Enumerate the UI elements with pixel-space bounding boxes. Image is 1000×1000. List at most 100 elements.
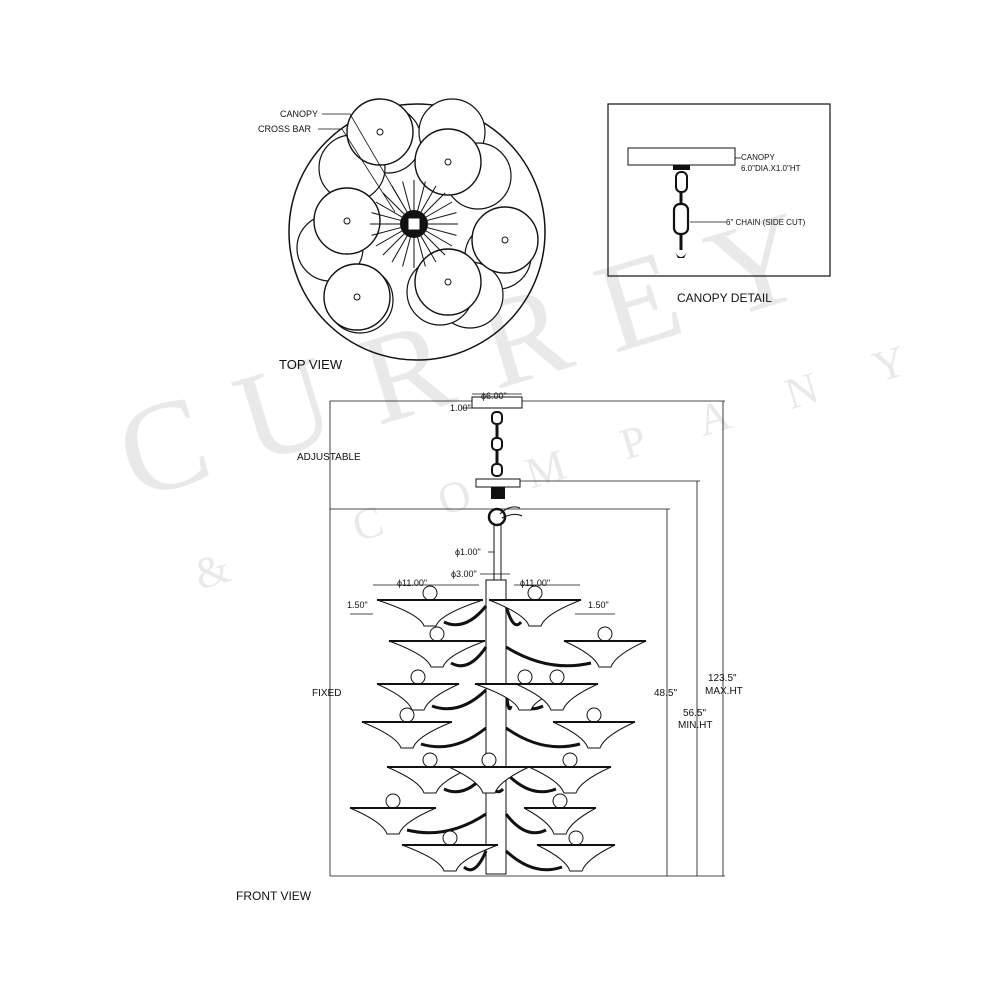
shade-socket: [353, 293, 361, 301]
chain-link: [491, 437, 503, 451]
canopy-detail-label-2: 6.0"DIA.X1.0"HT: [741, 164, 801, 173]
shade-bowl: [376, 683, 460, 711]
canopy-detail-frame: [607, 103, 831, 277]
min-height-label: MIN.HT: [678, 720, 712, 731]
bulb: [568, 830, 584, 846]
shade-bowl: [536, 844, 616, 872]
bulb: [410, 669, 426, 685]
front-shades: [349, 585, 647, 872]
shade: [515, 669, 599, 711]
stem-dia-text: ϕ1.00": [455, 547, 481, 557]
shade: [376, 669, 460, 711]
canopy-ht-text: 1.00": [450, 403, 471, 413]
bulb: [549, 669, 565, 685]
adjust-socket: [491, 487, 505, 499]
front-chain: [491, 411, 503, 477]
canopy-dia-text: ϕ6.00": [481, 391, 507, 401]
top-view-shades: [296, 98, 539, 334]
canopy-leader: [322, 113, 401, 201]
shade-bowl: [515, 683, 599, 711]
top-view-title: TOP VIEW: [279, 357, 343, 372]
shade: [448, 752, 530, 794]
shade: [388, 626, 486, 668]
canopy-detail-label-1: CANOPY: [741, 153, 775, 162]
arm: [406, 812, 487, 835]
shade-socket: [376, 128, 384, 136]
bulb: [552, 793, 568, 809]
arm: [505, 645, 592, 668]
front-view-title: FRONT VIEW: [236, 889, 312, 903]
front-view: ϕ6.00" 1.00" ADJUSTABLE ϕ1.00" ϕ3.00" ϕ1…: [236, 391, 743, 903]
canopy-detail-hook: [675, 252, 687, 258]
min-height-value: 56.5": [683, 708, 706, 719]
arm: [504, 849, 563, 872]
arm: [462, 850, 488, 872]
shade-bowl: [488, 599, 582, 627]
canopy-detail-mount: [673, 165, 690, 170]
shade-bowl: [563, 640, 647, 668]
body-height-text: 48.5": [654, 688, 677, 699]
arm: [443, 605, 488, 627]
canopy-callout: CANOPY: [280, 109, 318, 119]
adjust-collar: [475, 478, 521, 488]
shade: [552, 707, 636, 749]
cross-bar-leader: [318, 128, 396, 213]
bulb: [562, 752, 578, 768]
shade-socket: [501, 236, 509, 244]
canopy-detail-link-1: [675, 171, 688, 193]
bulb: [385, 793, 401, 809]
max-height-label: MAX.HT: [705, 686, 743, 697]
adjustable-label: ADJUSTABLE: [297, 452, 361, 463]
shade-bowl: [552, 721, 636, 749]
shade: [536, 830, 616, 872]
chain-link: [491, 463, 503, 477]
fixed-label: FIXED: [312, 688, 341, 699]
arm: [420, 726, 487, 749]
top-view-hub: [370, 180, 458, 268]
shade-bowl: [376, 599, 484, 627]
shade-socket: [343, 217, 351, 225]
shade-socket: [444, 278, 452, 286]
lead-wires: [499, 506, 523, 519]
chain-label: 6" CHAIN (SIDE CUT): [726, 218, 806, 227]
bulb: [597, 626, 613, 642]
shade: [528, 752, 612, 794]
bulb: [527, 585, 543, 601]
shade: [361, 707, 453, 749]
central-body: [485, 579, 507, 875]
top-view: CANOPY CROSS BAR TOP VIEW: [258, 98, 546, 372]
bulb: [422, 752, 438, 768]
chain-link: [491, 411, 503, 425]
arm: [504, 813, 547, 835]
shade-bowl: [388, 640, 486, 668]
arm: [431, 688, 488, 711]
shade-bowl: [528, 766, 612, 794]
bulb: [517, 669, 533, 685]
shade-ht-left-text: 1.50": [347, 600, 368, 610]
canopy-square: [407, 217, 421, 231]
bulb: [481, 752, 497, 768]
shade-bowl: [401, 844, 499, 872]
top-view-outline: [288, 103, 546, 361]
shade: [349, 793, 437, 835]
shade: [523, 793, 597, 835]
front-arms: [406, 605, 592, 872]
shade-dia-right-text: ϕ11.00": [520, 578, 550, 588]
front-canopy: [471, 396, 523, 409]
shade: [488, 585, 582, 627]
bulb: [399, 707, 415, 723]
shade-dia-left-text: ϕ11.00": [397, 578, 427, 588]
max-height-value: 123.5": [708, 673, 737, 684]
bulb: [586, 707, 602, 723]
shade-bowl: [448, 766, 530, 794]
bulb: [442, 830, 458, 846]
shade-ht-right-text: 1.50": [588, 600, 609, 610]
body-dia-text: ϕ3.00": [451, 569, 477, 579]
arm: [504, 605, 523, 627]
bulb: [429, 626, 445, 642]
shade: [401, 830, 499, 872]
canopy-detail-canopy: [627, 147, 736, 166]
canopy-detail-title: CANOPY DETAIL: [677, 291, 772, 305]
shade-bowl: [361, 721, 453, 749]
